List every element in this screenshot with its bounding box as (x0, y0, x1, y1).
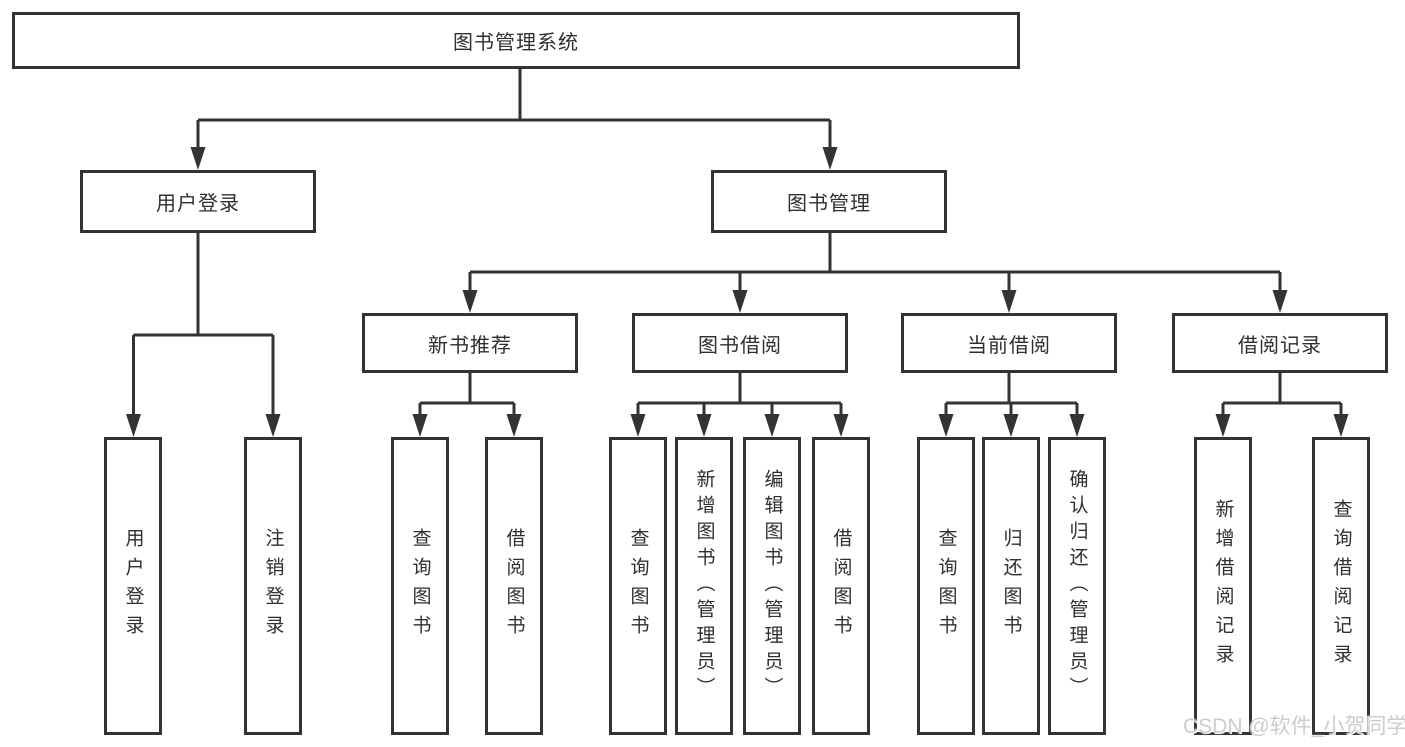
node-book-management: 图书管理 (711, 170, 947, 233)
node-system-root-label: 图书管理系统 (453, 32, 579, 54)
node-borrowing-records-label: 借阅记录 (1238, 334, 1322, 357)
leaf-query-books-recommend: 查询图书 (391, 437, 449, 735)
leaf-confirm-return-admin-label: 确认归还（管理员） (1066, 469, 1088, 703)
leaf-return-books: 归还图书 (982, 437, 1040, 735)
leaf-borrow-books-borrowing-label: 借阅图书 (830, 528, 852, 644)
leaf-edit-books-admin: 编辑图书（管理员） (743, 437, 801, 735)
node-system-root: 图书管理系统 (12, 12, 1020, 69)
csdn-watermark: CSDN @软件_小贺同学 (1183, 715, 1405, 738)
leaf-return-books-label: 归还图书 (1000, 528, 1022, 644)
leaf-query-books-current: 查询图书 (917, 437, 975, 735)
node-book-borrowing-label: 图书借阅 (698, 334, 782, 357)
node-current-borrowing-label: 当前借阅 (967, 334, 1051, 357)
node-current-borrowing: 当前借阅 (901, 313, 1117, 373)
leaf-borrow-books-recommend: 借阅图书 (485, 437, 543, 735)
node-borrowing-records: 借阅记录 (1172, 313, 1388, 373)
leaf-user-login: 用户登录 (104, 437, 162, 735)
connector-book-management (468, 233, 1282, 294)
leaf-borrow-books-borrowing: 借阅图书 (812, 437, 870, 735)
node-book-management-label: 图书管理 (787, 193, 871, 215)
connector-current-borrowing (944, 373, 1079, 418)
connector-borrowing-records (1221, 373, 1343, 418)
leaf-edit-books-admin-label: 编辑图书（管理员） (761, 469, 783, 703)
node-book-borrowing: 图书借阅 (632, 313, 848, 373)
leaf-add-borrow-record: 新增借阅记录 (1194, 437, 1252, 735)
node-user-login-label: 用户登录 (156, 193, 240, 215)
connector-root (196, 69, 832, 152)
leaf-add-books-admin: 新增图书（管理员） (675, 437, 733, 735)
leaf-query-books-current-label: 查询图书 (935, 528, 957, 644)
leaf-logout-login-label: 注销登录 (262, 528, 284, 644)
connector-book-borrowing (636, 373, 843, 418)
leaf-query-books-recommend-label: 查询图书 (409, 528, 431, 644)
leaf-query-books-borrowing-label: 查询图书 (627, 528, 649, 644)
connector-user-login (132, 233, 275, 418)
node-new-book-recommend-label: 新书推荐 (428, 334, 512, 357)
leaf-add-borrow-record-label: 新增借阅记录 (1212, 499, 1234, 673)
leaf-user-login-label: 用户登录 (122, 528, 144, 644)
leaf-query-borrow-record: 查询借阅记录 (1312, 437, 1370, 735)
leaf-confirm-return-admin: 确认归还（管理员） (1048, 437, 1106, 735)
leaf-borrow-books-recommend-label: 借阅图书 (503, 528, 525, 644)
leaf-add-books-admin-label: 新增图书（管理员） (693, 469, 715, 703)
connector-new-book-recommend (418, 373, 516, 418)
node-new-book-recommend: 新书推荐 (362, 313, 578, 373)
leaf-query-books-borrowing: 查询图书 (609, 437, 667, 735)
leaf-logout-login: 注销登录 (244, 437, 302, 735)
node-user-login: 用户登录 (80, 170, 316, 233)
arrowheads (126, 147, 1349, 437)
leaf-query-borrow-record-label: 查询借阅记录 (1330, 499, 1352, 673)
